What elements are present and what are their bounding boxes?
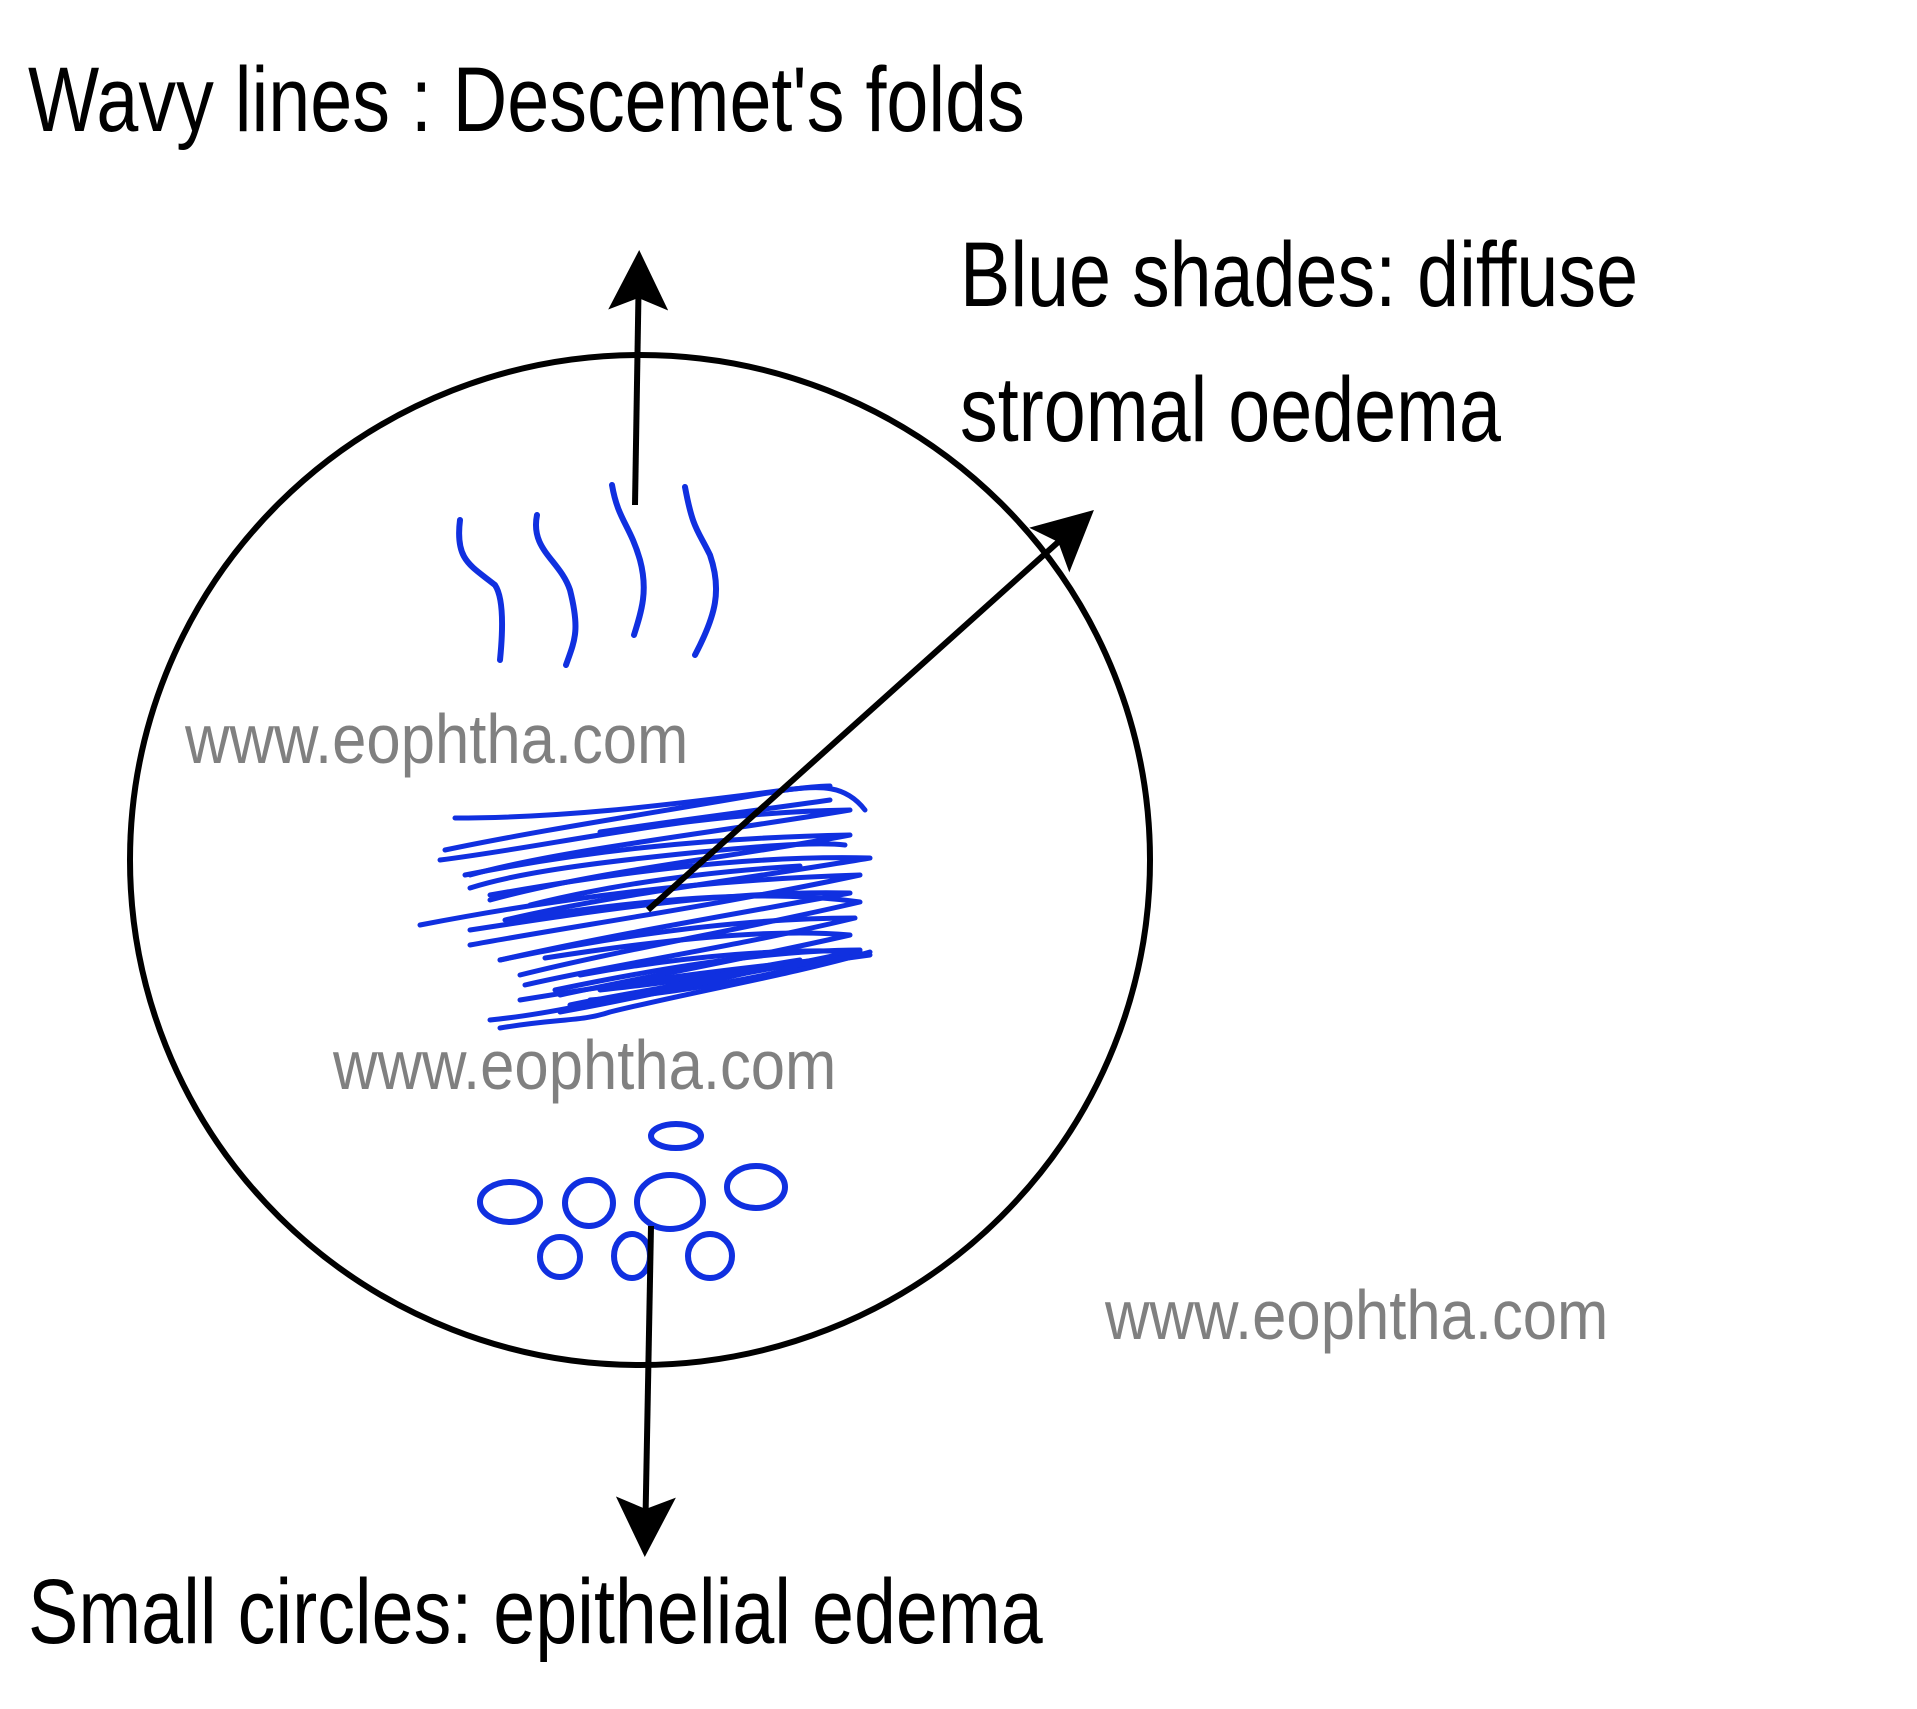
label-blue-shades-line1: Blue shades: diffuse [960, 224, 1639, 326]
shade-stroke [597, 797, 833, 835]
edema-circle [562, 1177, 616, 1229]
label-blue-shades-line2: stromal oedema [960, 359, 1501, 461]
arrow-to-wavy-label [608, 250, 669, 506]
edema-circle [685, 1231, 735, 1281]
shade-stroke [487, 855, 873, 923]
wavy-line [456, 517, 506, 663]
watermark: www.eophtha.com [185, 700, 689, 778]
shade-stroke [507, 893, 863, 978]
arrows [608, 250, 1094, 1557]
watermark: www.eophtha.com [1105, 1276, 1609, 1354]
shade-stroke [542, 930, 853, 998]
wavy-line [532, 512, 579, 668]
small-circles [477, 1121, 788, 1281]
shade-stroke [497, 915, 858, 988]
shade-stroke [442, 785, 868, 853]
arrow-to-circles-label [615, 1225, 676, 1557]
shade-stroke [497, 949, 873, 1031]
wavy-line [682, 484, 720, 658]
blue-shades [417, 783, 873, 1031]
shade-stroke [467, 890, 853, 963]
edema-circle [648, 1121, 704, 1151]
edema-circle [537, 1234, 583, 1280]
wavy-line [609, 482, 647, 638]
label-wavy-lines: Wavy lines : Descemet's folds [28, 49, 1025, 151]
shade-stroke [517, 952, 873, 1003]
wavy-lines [456, 482, 720, 668]
edema-circle [724, 1163, 788, 1211]
shade-stroke [487, 957, 803, 1023]
edema-circle [611, 1231, 653, 1281]
arrow-to-blue-label [645, 509, 1094, 913]
shade-stroke [467, 841, 848, 891]
label-small-circles: Small circles: epithelial edema [28, 1561, 1043, 1663]
shade-stroke [527, 863, 803, 908]
edema-circle [634, 1172, 706, 1232]
edema-circle [477, 1179, 543, 1225]
shade-stroke [437, 807, 853, 878]
watermark: www.eophtha.com [333, 1026, 837, 1104]
